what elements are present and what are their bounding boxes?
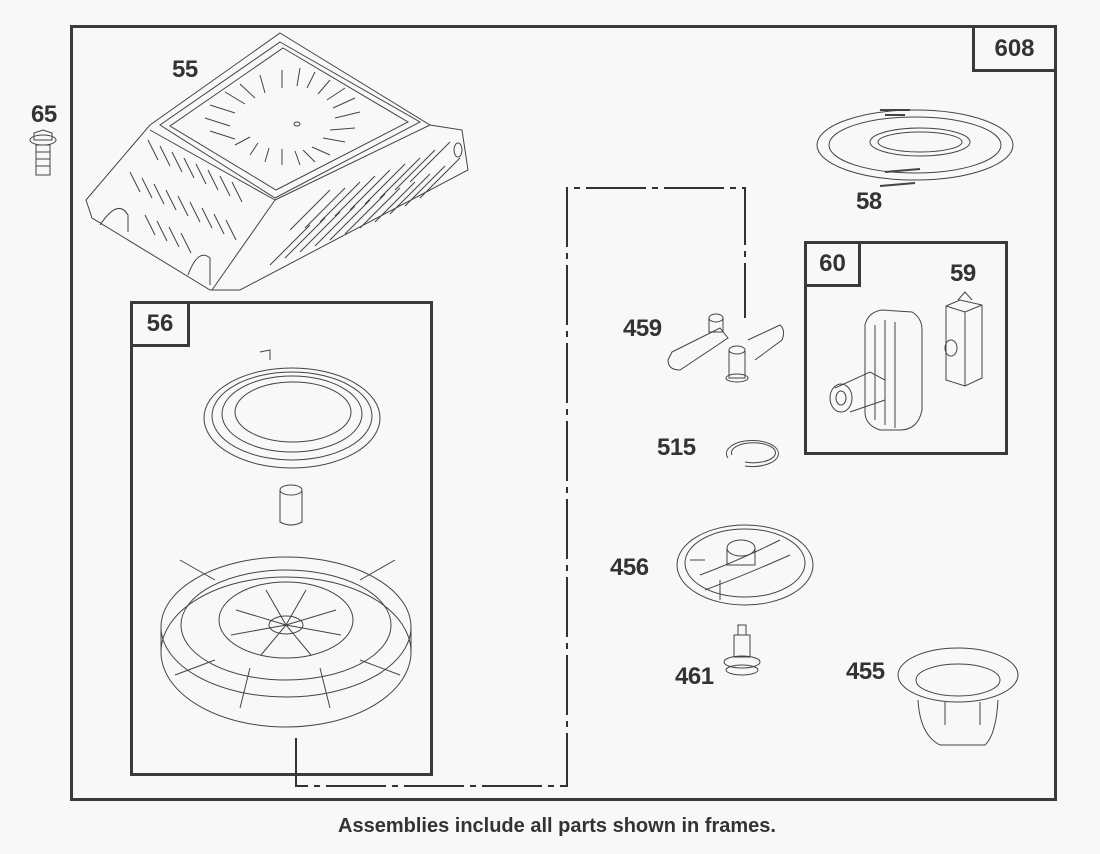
pulley-drawing — [160, 556, 412, 728]
ring-515-drawing — [725, 440, 779, 468]
clutch-456-drawing — [676, 524, 814, 606]
bushing-drawing — [279, 484, 303, 526]
handle-60-drawing — [829, 309, 923, 431]
part-label-65: 65 — [31, 101, 57, 128]
pawl-459-drawing — [667, 313, 785, 383]
screw-65-drawing — [29, 129, 57, 176]
part-label-455: 455 — [846, 658, 885, 685]
part-label-58: 58 — [856, 188, 882, 215]
cup-455-drawing — [897, 647, 1019, 746]
assembly-60-tag: 60 — [804, 241, 861, 287]
assembly-56-frame — [130, 301, 433, 776]
connector-line — [295, 187, 746, 787]
part-label-55: 55 — [172, 56, 198, 83]
blower-housing-drawing — [85, 32, 469, 291]
part-label-59: 59 — [950, 260, 976, 287]
part-label-515: 515 — [657, 434, 696, 461]
assembly-56-tag: 56 — [130, 301, 190, 347]
insert-59-drawing — [944, 291, 983, 387]
part-label-456: 456 — [610, 554, 649, 581]
rope-58-drawing — [816, 109, 1014, 187]
assembly-608-tag: 608 — [972, 25, 1057, 72]
assembly-60-frame — [804, 241, 1008, 455]
part-label-461: 461 — [675, 663, 714, 690]
part-label-459: 459 — [623, 315, 662, 342]
assembly-608-frame — [70, 25, 1057, 801]
spring-drawing — [203, 349, 381, 469]
screw-461-drawing — [723, 624, 761, 676]
diagram-caption: Assemblies include all parts shown in fr… — [338, 815, 776, 837]
